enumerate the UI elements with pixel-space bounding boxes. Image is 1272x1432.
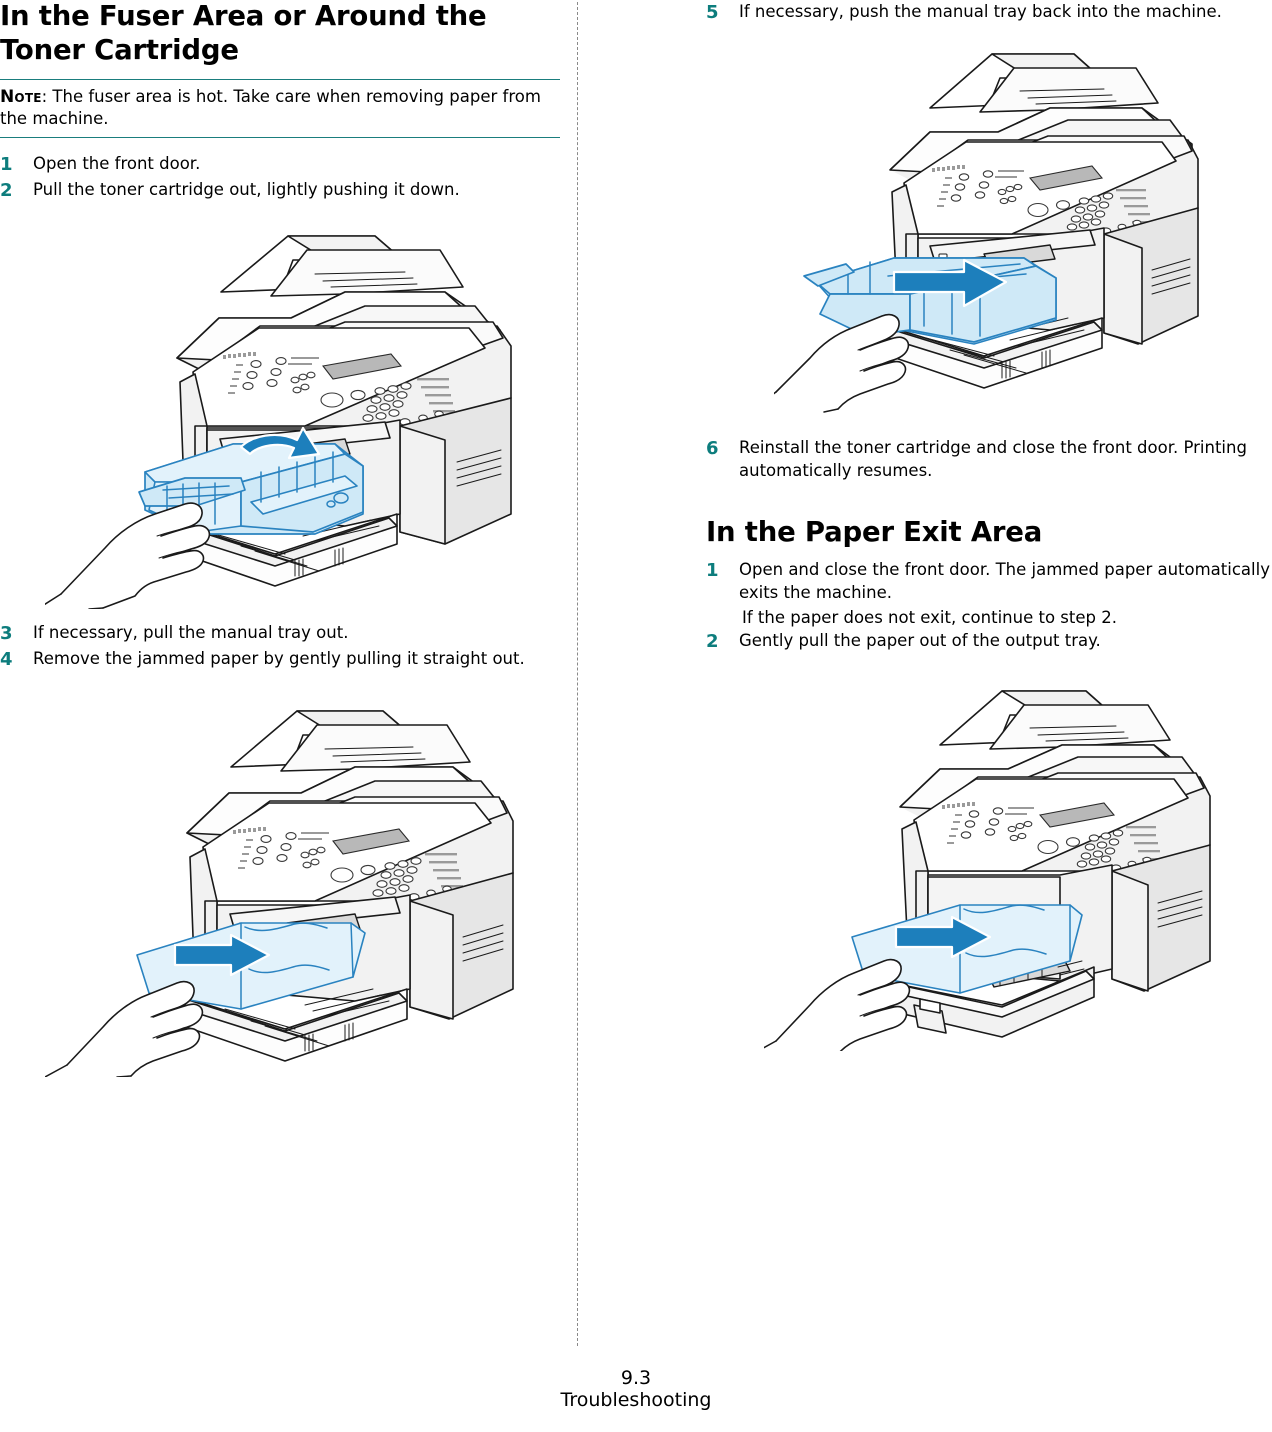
steps-list-5: 5 If necessary, push the manual tray bac… bbox=[706, 0, 1272, 26]
note-label: Note bbox=[0, 87, 42, 108]
note-text: Note: The fuser area is hot. Take care w… bbox=[0, 86, 560, 130]
note-body: : The fuser area is hot. Take care when … bbox=[0, 87, 541, 129]
step-text: If necessary, pull the manual tray out. bbox=[33, 622, 349, 642]
list-item: 2 Pull the toner cartridge out, lightly … bbox=[0, 178, 560, 204]
step-number: 1 bbox=[706, 559, 719, 581]
step-number: 3 bbox=[0, 622, 13, 644]
printer-toner-cartridge-removal-illustration bbox=[45, 234, 512, 609]
list-item: 1 Open and close the front door. The jam… bbox=[706, 558, 1272, 605]
page-footer: 9.3 Troubleshooting bbox=[0, 1367, 1272, 1412]
note-box: Note: The fuser area is hot. Take care w… bbox=[0, 79, 560, 138]
step-number: 6 bbox=[706, 437, 719, 459]
steps-list-7: 1 Open and close the front door. The jam… bbox=[706, 558, 1272, 655]
steps-list-6: 6 Reinstall the toner cartridge and clos… bbox=[706, 436, 1272, 483]
printer-manual-tray-reinsert-illustration bbox=[774, 52, 1199, 413]
page-title: In the Fuser Area or Around the Toner Ca… bbox=[0, 0, 487, 66]
steps-list-2: 3 If necessary, pull the manual tray out… bbox=[0, 621, 560, 673]
step-text: Open the front door. bbox=[33, 153, 201, 173]
step-number: 4 bbox=[0, 649, 13, 671]
step-text: If necessary, push the manual tray back … bbox=[739, 2, 1222, 21]
list-item: 6 Reinstall the toner cartridge and clos… bbox=[706, 436, 1272, 483]
step-text: Remove the jammed paper by gently pullin… bbox=[33, 649, 525, 669]
list-item: 1 Open the front door. bbox=[0, 152, 560, 178]
list-item: 4 Remove the jammed paper by gently pull… bbox=[0, 647, 560, 673]
list-item: 3 If necessary, pull the manual tray out… bbox=[0, 621, 560, 647]
column-divider bbox=[577, 2, 578, 1346]
printer-output-tray-paper-removal-illustration bbox=[764, 689, 1211, 1051]
figure-2-container bbox=[0, 687, 560, 1077]
figure-1-container bbox=[0, 214, 560, 609]
left-column: In the Fuser Area or Around the Toner Ca… bbox=[0, 0, 560, 1077]
step-number: 2 bbox=[0, 180, 13, 202]
figure-3-container bbox=[706, 44, 1272, 414]
footer-page-number: 9.3 bbox=[620, 1367, 652, 1389]
step-number: 2 bbox=[706, 631, 719, 653]
step-number: 5 bbox=[706, 2, 719, 23]
figure-4-container bbox=[706, 681, 1272, 1051]
section-heading-paper-exit: In the Paper Exit Area bbox=[706, 516, 1043, 549]
list-item: 5 If necessary, push the manual tray bac… bbox=[706, 0, 1272, 26]
step-text: Reinstall the toner cartridge and close … bbox=[739, 437, 1247, 480]
right-column: 5 If necessary, push the manual tray bac… bbox=[706, 0, 1272, 1051]
step-text: Open and close the front door. The jamme… bbox=[739, 559, 1270, 603]
step-text: Gently pull the paper out of the output … bbox=[739, 631, 1101, 651]
step-number: 1 bbox=[0, 153, 13, 175]
list-item: 2 Gently pull the paper out of the outpu… bbox=[706, 629, 1272, 655]
footer-chapter-name: Troubleshooting bbox=[560, 1388, 712, 1411]
printer-jammed-paper-removal-illustration bbox=[45, 710, 514, 1077]
steps-list-1: 1 Open the front door. 2 Pull the toner … bbox=[0, 152, 560, 204]
step-text: Pull the toner cartridge out, lightly pu… bbox=[33, 180, 460, 200]
step-continuation-text: If the paper does not exit, continue to … bbox=[742, 607, 1117, 627]
